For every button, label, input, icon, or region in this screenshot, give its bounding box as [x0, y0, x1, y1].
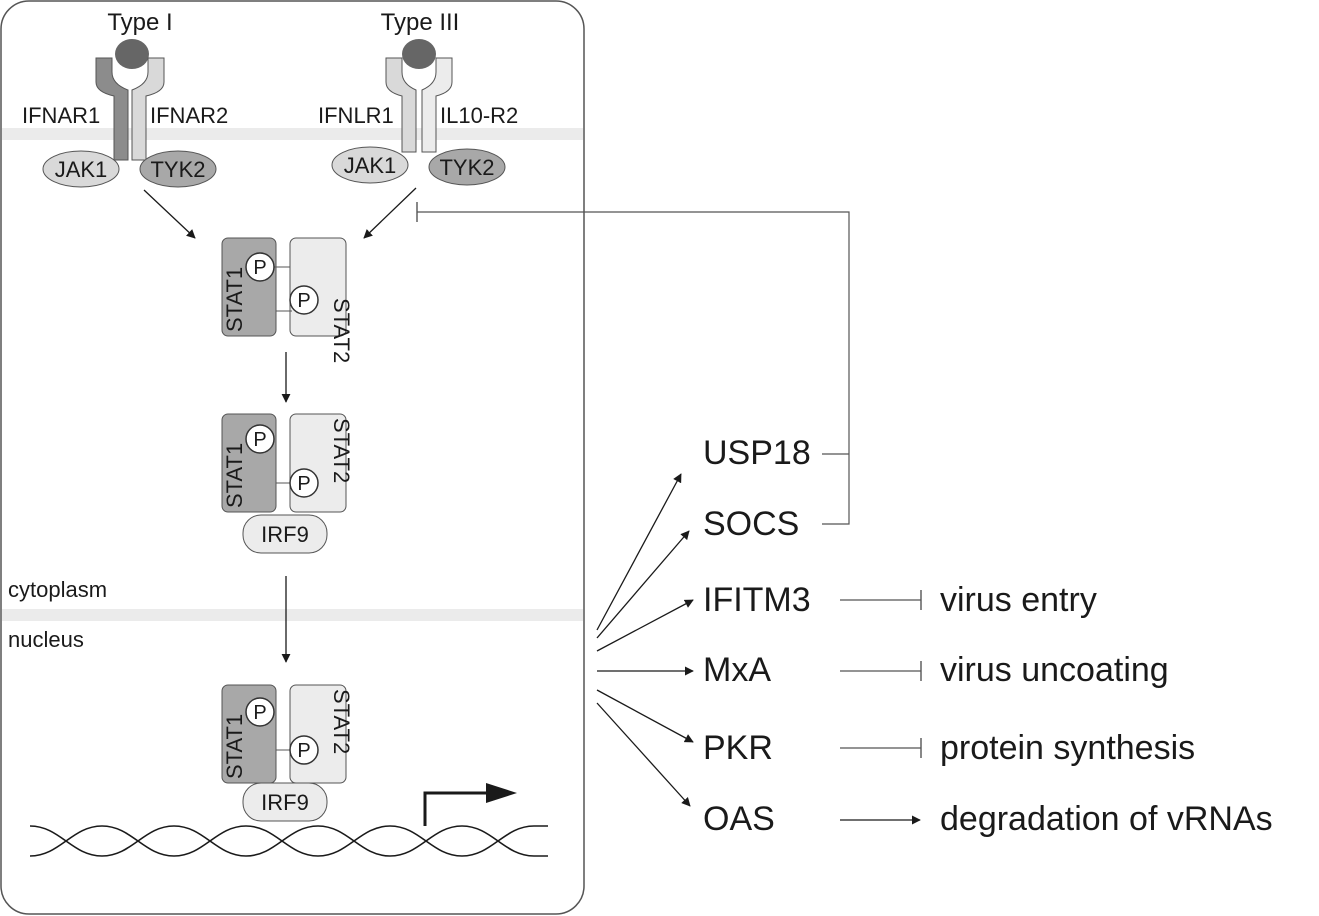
arrow-to-usp18	[596, 473, 682, 631]
stat1-label: STAT1	[222, 443, 247, 508]
ifnar1-chain	[95, 57, 129, 161]
irf9-block	[242, 782, 328, 822]
phospho-circle-2	[289, 735, 319, 765]
nucleus-label: nucleus	[8, 627, 84, 652]
isgf3-nucleus: P P STAT1 STAT2 IRF9	[221, 684, 354, 822]
dna-strand-2	[29, 825, 548, 857]
type3-tyk2-label: TYK2	[439, 155, 494, 180]
arrow-to-ifitm3	[596, 599, 694, 652]
phospho-circle-2	[289, 468, 319, 498]
arrow-to-oas	[596, 702, 691, 807]
irf9-label: IRF9	[261, 522, 309, 547]
gene-mxa: MxA	[703, 651, 771, 689]
ifnlr1-label: IFNLR1	[318, 103, 394, 128]
effect-virus-entry: virus entry	[940, 581, 1097, 619]
gene-pkr: PKR	[703, 729, 773, 767]
ifnar1-label: IFNAR1	[22, 103, 100, 128]
type3-tyk2	[428, 148, 506, 186]
nuclear-membrane	[2, 609, 583, 621]
plasma-membrane	[2, 128, 583, 140]
phospho-label-1: P	[253, 429, 266, 451]
stat2-label: STAT2	[329, 689, 354, 754]
il10r2-label: IL10-R2	[440, 103, 518, 128]
arrow-to-pkr	[596, 689, 694, 743]
gene-ifitm3: IFITM3	[703, 581, 811, 619]
effect-degradation-vrnas: degradation of vRNAs	[940, 800, 1273, 838]
phospho-label-2: P	[297, 740, 310, 762]
phospho-circle-2	[289, 285, 319, 315]
arrow-type1-to-stat	[143, 189, 196, 239]
arrow-to-socs	[596, 530, 690, 639]
phospho-label-2: P	[297, 290, 310, 312]
type3-jak1-label: JAK1	[344, 153, 397, 178]
type3-title: Type III	[381, 9, 460, 36]
type3-jak1	[331, 146, 409, 184]
cytoplasm-label: cytoplasm	[8, 577, 107, 602]
type1-title: Type I	[107, 9, 172, 36]
ifnlr1-chain	[385, 57, 417, 153]
gene-usp18: USP18	[703, 434, 811, 472]
phospho-circle-1	[245, 697, 275, 727]
effect-protein-synthesis: protein synthesis	[940, 729, 1195, 767]
type1-jak1-label: JAK1	[55, 157, 108, 182]
phospho-label-2: P	[297, 473, 310, 495]
type1-tyk2-label: TYK2	[150, 157, 205, 182]
type1-tyk2	[139, 150, 217, 188]
stat2-label: STAT2	[329, 418, 354, 483]
type3-receptor: Type III IFNLR1 IL10-R2 JAK1 TYK2	[318, 9, 518, 186]
isgf3-cytoplasm: P P STAT1 STAT2 IRF9	[221, 413, 354, 554]
phospho-label-1: P	[253, 702, 266, 724]
isg-arrows	[596, 473, 694, 807]
stat1-label: STAT1	[222, 714, 247, 779]
type3-ligand	[402, 39, 436, 69]
stat-dimer-1: P P STAT1 STAT2	[221, 237, 354, 363]
gene-socs: SOCS	[703, 505, 799, 543]
phospho-circle-1	[245, 424, 275, 454]
type1-jak1	[42, 150, 120, 188]
il10r2-chain	[421, 57, 453, 153]
transcription-arrowhead	[486, 783, 517, 803]
type1-receptor: Type I IFNAR1 IFNAR2 JAK1 TYK2	[22, 9, 228, 188]
type1-ligand	[115, 39, 149, 69]
stat2-label: STAT2	[329, 298, 354, 363]
gene-oas: OAS	[703, 800, 775, 838]
effect-virus-uncoating: virus uncoating	[940, 651, 1169, 689]
feedback-inhibition-line	[417, 211, 850, 525]
ifnar2-chain	[131, 57, 165, 161]
phospho-label-1: P	[253, 257, 266, 279]
stat1-label: STAT1	[222, 267, 247, 332]
irf9-block	[242, 514, 328, 554]
arrow-type3-to-stat	[363, 187, 417, 239]
phospho-circle-1	[245, 252, 275, 282]
ifnar2-label: IFNAR2	[150, 103, 228, 128]
irf9-label: IRF9	[261, 790, 309, 815]
dna-strand-1	[29, 825, 548, 857]
transcription-start-arrow	[423, 791, 495, 826]
